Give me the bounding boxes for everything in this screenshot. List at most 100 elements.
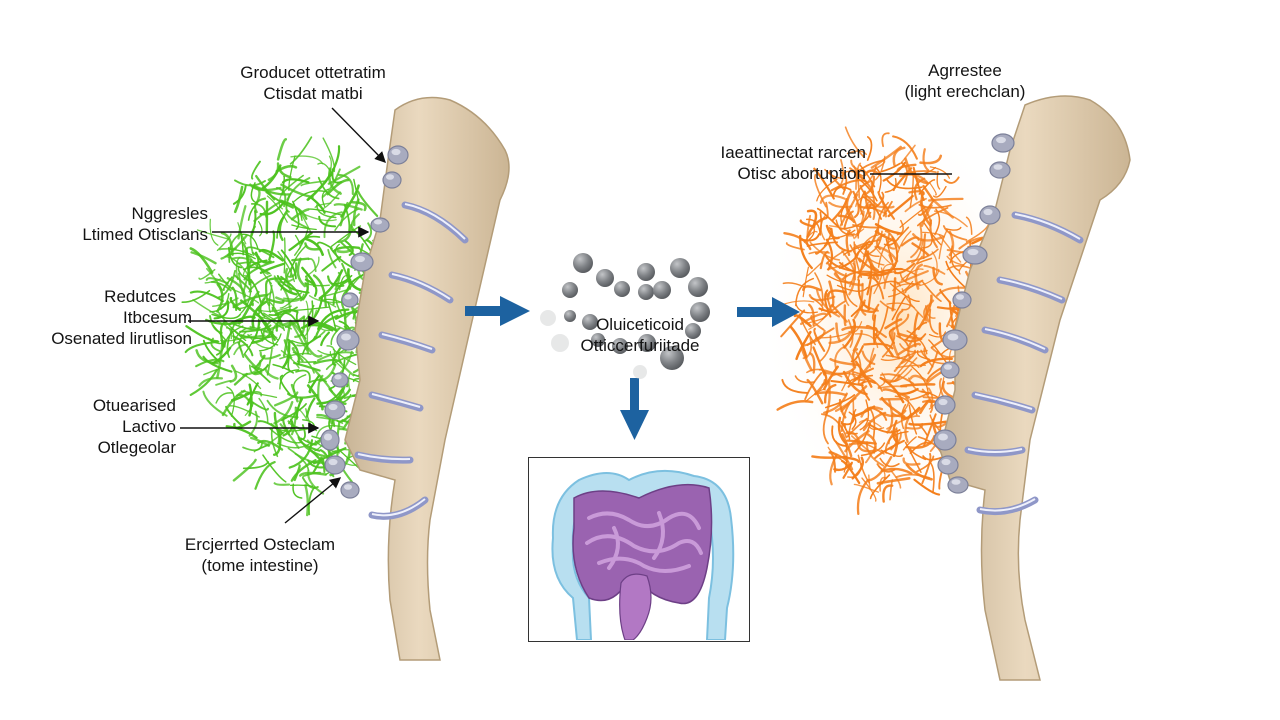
cell-filament [240, 233, 259, 250]
cell-filament [266, 399, 299, 419]
cell-filament [806, 216, 828, 238]
spinal-process [324, 400, 346, 420]
cell-filament [847, 367, 874, 388]
cell-filament [873, 267, 883, 295]
cell-filament [348, 373, 351, 390]
cell-filament [836, 284, 869, 292]
process-highlight [328, 458, 338, 466]
molecule-sphere [573, 253, 593, 273]
cell-filament [813, 327, 826, 352]
cell-filament [291, 257, 310, 262]
cell-filament [313, 447, 347, 465]
cell-filament [292, 351, 315, 374]
cell-filament [353, 178, 360, 204]
cell-filament [215, 380, 232, 386]
cell-filament [321, 168, 341, 198]
cell-filament [895, 473, 931, 479]
cell-filament [305, 397, 316, 418]
cell-filament [291, 224, 317, 231]
cell-filament [232, 185, 247, 205]
leader-line-top [331, 107, 386, 163]
cell-filament [876, 463, 896, 473]
cell-filament [916, 257, 933, 265]
cell-filament [859, 191, 866, 217]
cell-filament [881, 132, 890, 148]
intestine-loops [585, 511, 703, 573]
process-highlight [983, 208, 993, 216]
cell-filament [287, 262, 298, 278]
process-highlight [341, 333, 351, 341]
cell-filament [198, 268, 216, 280]
cell-filament [266, 348, 273, 376]
cell-filament [245, 246, 275, 259]
cell-filament [899, 206, 926, 229]
cell-filament [887, 233, 896, 250]
process-highlight [391, 148, 401, 156]
spinal-process [940, 361, 960, 379]
left-top-label-line-2: Ctisdat matbi [263, 84, 363, 103]
cell-filament [920, 349, 947, 365]
cell-filament [906, 330, 928, 355]
cell-filament [228, 232, 242, 263]
cell-filament [856, 479, 869, 516]
spinal-process [350, 252, 374, 272]
cell-filament [339, 274, 349, 291]
cell-filament [244, 320, 261, 355]
cell-filament [259, 262, 285, 274]
cell-filament [296, 330, 326, 347]
cell-filament [892, 135, 918, 160]
cell-filament [189, 290, 224, 303]
cell-filament [848, 411, 857, 430]
cell-filament [334, 271, 341, 291]
left-label-3-line-2: Lactivo [122, 417, 176, 436]
process-highlight [343, 484, 353, 490]
cell-filament [273, 401, 294, 425]
left-top-label: Groducet ottetratim Ctisdat matbi [228, 62, 398, 104]
cell-filament [908, 170, 937, 174]
cell-filament [234, 370, 262, 390]
cell-filament [802, 336, 813, 360]
molecule-label-line-1: Oluiceticoid [596, 315, 684, 334]
cell-filament [827, 446, 851, 466]
cell-filament [847, 228, 865, 237]
left-label-3-line-1: Otuearised [92, 396, 176, 415]
molecule-sphere [612, 338, 628, 354]
cell-filament [304, 445, 326, 458]
cell-filament [909, 447, 927, 461]
cell-filament [257, 420, 284, 435]
molecule-sphere [596, 269, 614, 287]
cell-filament [867, 456, 893, 482]
cell-filament [943, 176, 960, 184]
cell-filament [908, 190, 925, 196]
cell-filament [819, 250, 829, 270]
right-label-1: Iaeattinectat rarcen Otisc abortuption [690, 142, 866, 184]
cell-filament [900, 236, 920, 247]
cell-filament [904, 412, 913, 443]
molecule-sphere [562, 282, 578, 298]
molecule-sphere [564, 310, 576, 322]
cell-filament [868, 422, 885, 430]
molecule-sphere [638, 284, 654, 300]
process-highlight [334, 374, 342, 380]
cell-filament [280, 249, 297, 280]
cell-filament [275, 296, 304, 303]
disc-highlight [371, 498, 426, 517]
cell-filament [289, 136, 313, 165]
cell-filament [854, 210, 865, 239]
spinal-process [989, 161, 1011, 179]
cell-filament [806, 262, 822, 277]
cell-filament [869, 474, 891, 500]
cell-filament [363, 222, 373, 243]
cell-filament [814, 391, 847, 397]
cell-filament [827, 229, 856, 240]
process-highlight [993, 164, 1003, 170]
cell-filament [302, 471, 321, 478]
cell-filament [856, 203, 872, 237]
cell-filament [828, 170, 846, 191]
cell-filament [904, 333, 927, 343]
cell-filament [231, 256, 253, 262]
molecule-sphere [688, 277, 708, 297]
cell-filament [287, 447, 310, 471]
spinal-process [962, 245, 988, 265]
cell-filament [827, 289, 847, 298]
